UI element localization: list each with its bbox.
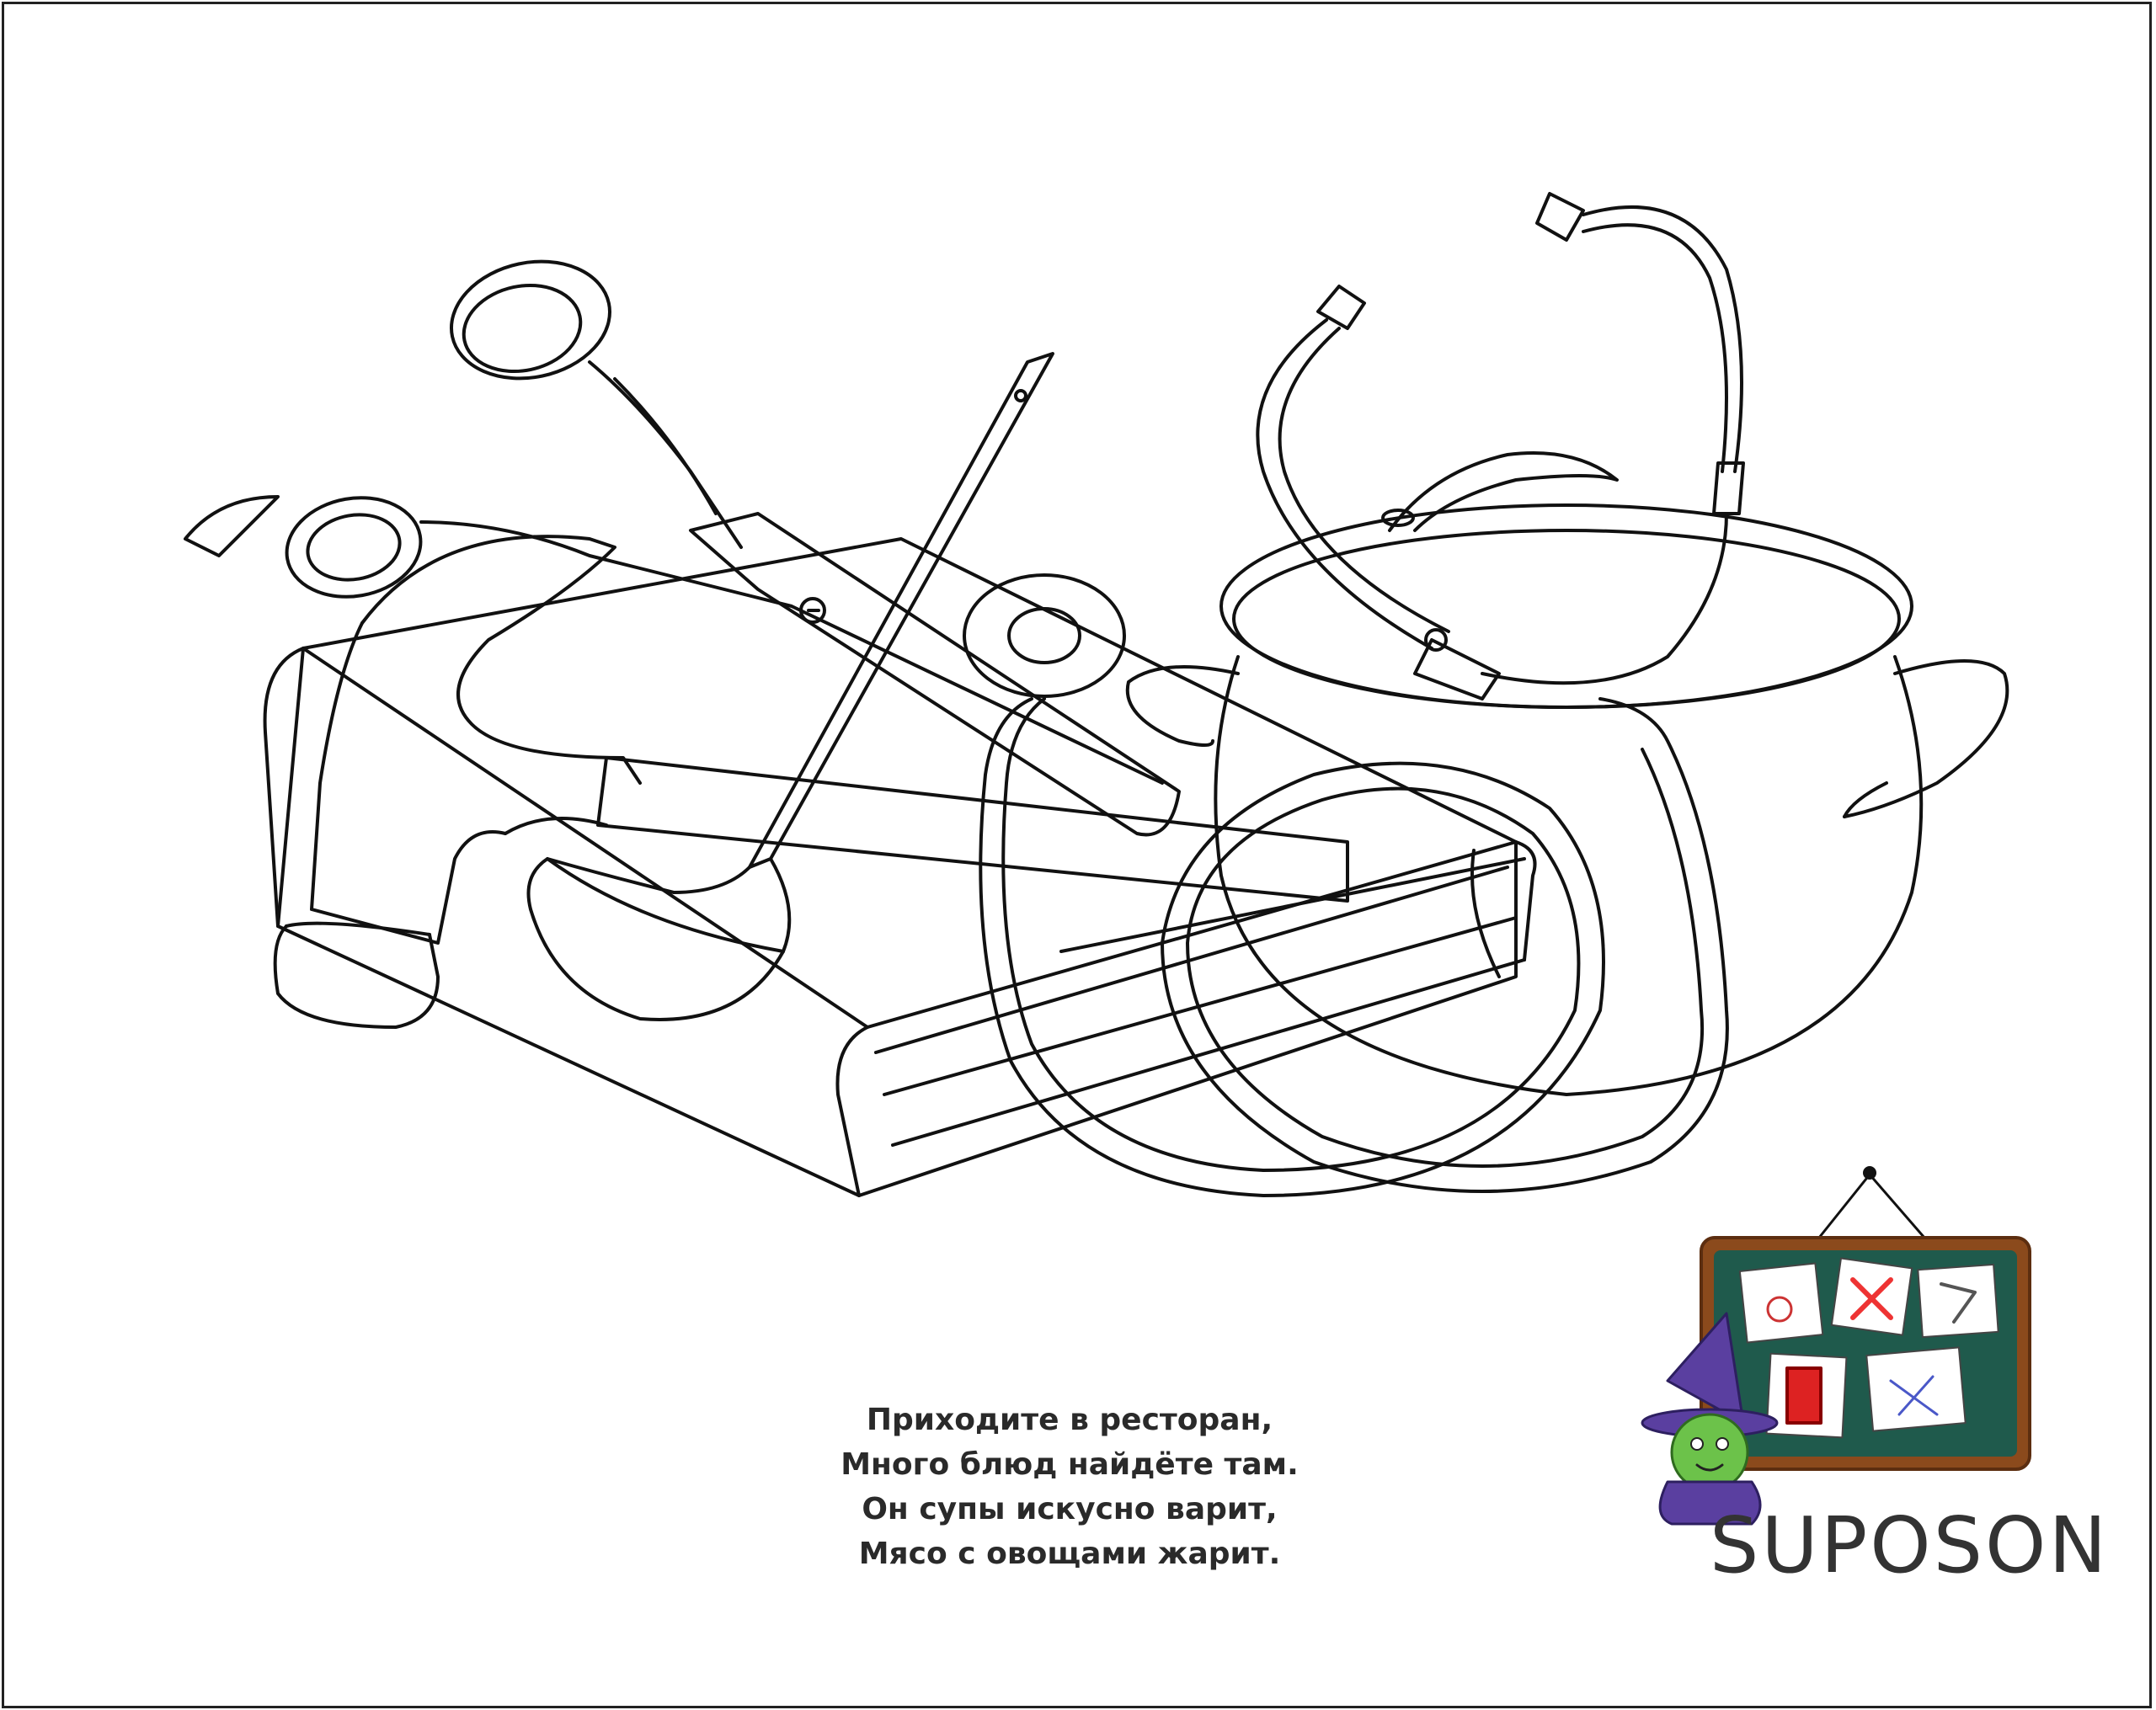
suposon-board [1641, 1166, 2031, 1526]
poem-line: Он супы искусно варит, [862, 1492, 1278, 1526]
hammer-outline [273, 535, 1349, 1029]
cooking-pot-outline [1125, 451, 2009, 1096]
poem-line: Приходите в ресторан, [866, 1403, 1273, 1437]
ladle-outline [526, 352, 1054, 1021]
scissors-outline [184, 259, 1181, 837]
book-outline [263, 537, 1537, 1197]
brand-logo-text: SUPOSON [1710, 1500, 2110, 1590]
poem-text: Приходите в ресторан, Много блюд найдёте… [783, 1398, 1356, 1576]
poem-line: Много блюд найдёте там. [841, 1447, 1299, 1482]
stethoscope-outline [963, 192, 1745, 1197]
poem-line: Мясо с овощами жарит. [858, 1537, 1281, 1571]
